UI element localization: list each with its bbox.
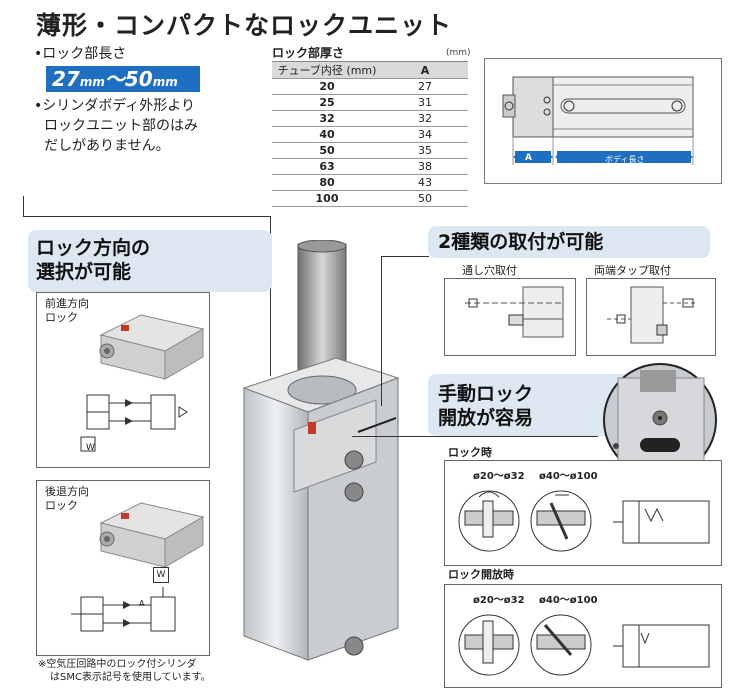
connector-line [23,196,24,216]
lock-direction-heading-box [28,230,272,292]
w-label-forward: W [86,443,95,453]
backward-line-1: 後退方向 [45,485,89,498]
unlock-state-label: ロック開放時 [448,568,514,581]
backward-lock-label: 後退方向 ロック [45,485,89,513]
lock-state-svg [458,490,710,552]
page-title: 薄形・コンパクトなロックユニット [36,11,453,40]
circuit-symbol-backward [71,587,176,632]
lock-length-label: •ロック部長さ [34,46,127,62]
both-end-tap-svg [607,286,697,344]
cylinder-photo-backward [99,502,205,568]
bore-cell: 100 [272,190,382,207]
connector-line [270,216,271,376]
unlock-state-panel: ø20〜ø32 ø40〜ø100 [444,584,722,688]
dim-label-body: ボディ長さ [605,155,645,164]
range-separator: 〜 [104,67,125,91]
a-cell: 31 [382,94,468,111]
heading-line-2: 選択が可能 [36,261,132,283]
range-max: 50 [124,67,153,91]
bore-cell: 20 [272,78,382,95]
footnote-line-2: はSMC表示記号を使用しています。 [50,672,211,683]
forward-line-1: 前進方向 [45,297,89,310]
dimension-drawing: A ボディ長さ [484,58,722,184]
a-label-backward: A [139,599,145,608]
connector-line [352,436,598,437]
lock-size-small: ø20〜ø32 [473,471,525,482]
a-cell: 50 [382,190,468,207]
connector-line [381,256,382,406]
lock-state-label: ロック時 [448,446,492,459]
table-unit: (mm) [446,48,471,58]
both-end-tap-drawing [586,278,716,356]
unlock-size-large: ø40〜ø100 [539,595,598,606]
unlock-size-small: ø20〜ø32 [473,595,525,606]
manual-release-heading-box [428,374,638,436]
magnified-release-view [603,363,717,477]
lock-cylinder-illustration [242,240,400,661]
both-end-tap-label: 両端タップ取付 [594,264,671,277]
manual-release-heading: 手動ロック 開放が容易 [438,382,533,430]
a-cell: 38 [382,158,468,175]
unlock-state-svg [458,614,710,676]
a-cell: 43 [382,174,468,191]
range-max-unit: mm [152,75,178,89]
connector-line [23,216,271,217]
col-header-a: A [382,61,468,79]
table-header-row: チューブ内径 (mm) A [272,61,468,79]
through-hole-drawing [444,278,576,356]
through-hole-label: 通し穴取付 [462,264,517,277]
mounting-heading: 2種類の取付が可能 [438,231,604,253]
heading-line-2: 開放が容易 [438,407,534,429]
lock-state-panel: ø20〜ø32 ø40〜ø100 [444,460,722,566]
backward-lock-panel: 後退方向 ロック W A [36,480,210,656]
no-protrude-line-2: ロックユニット部のはみ [44,118,198,134]
table-caption: ロック部厚さ [272,46,345,60]
forward-lock-label: 前進方向 ロック [45,297,89,325]
w-label-backward: W [153,567,169,583]
heading-line-1: 手動ロック [438,383,534,405]
dim-label-a: A [525,153,532,163]
bore-cell: 80 [272,174,382,191]
lock-size-large: ø40〜ø100 [539,471,598,482]
connector-line [381,256,429,257]
bore-cell: 63 [272,158,382,175]
footnote-line-1: ※空気圧回路中のロック付シリンダ [38,659,197,670]
footnote: ※空気圧回路中のロック付シリンダ はSMC表示記号を使用しています。 [38,658,211,684]
range-min-unit: mm [79,75,105,89]
a-cell: 27 [382,78,468,95]
bore-cell: 25 [272,94,382,111]
dimension-drawing-svg [502,76,694,165]
forward-lock-panel: 前進方向 ロック W [36,292,210,468]
backward-line-2: ロック [45,499,78,512]
bore-cell: 32 [272,110,382,127]
circuit-symbol-forward [80,394,188,452]
heading-line-1: ロック方向の [36,237,151,259]
a-cell: 35 [382,142,468,159]
a-cell: 34 [382,126,468,143]
mounting-heading-box [428,226,710,258]
cylinder-photo-forward [99,314,205,380]
lock-length-range-badge: 27mm〜50mm [46,66,200,92]
no-protrude-line-3: だしがありません。 [44,138,170,154]
lock-direction-heading: ロック方向の 選択が可能 [36,236,150,284]
no-protrude-text: •シリンダボディ外形より ロックユニット部のはみ だしがありません。 [34,96,198,156]
forward-line-2: ロック [45,311,78,324]
bore-cell: 50 [272,142,382,159]
col-header-bore: チューブ内径 (mm) [272,61,382,79]
bore-cell: 40 [272,126,382,143]
through-hole-svg [465,286,564,338]
range-min: 27 [52,67,80,91]
a-cell: 32 [382,110,468,127]
no-protrude-line-1: •シリンダボディ外形より [34,98,195,114]
